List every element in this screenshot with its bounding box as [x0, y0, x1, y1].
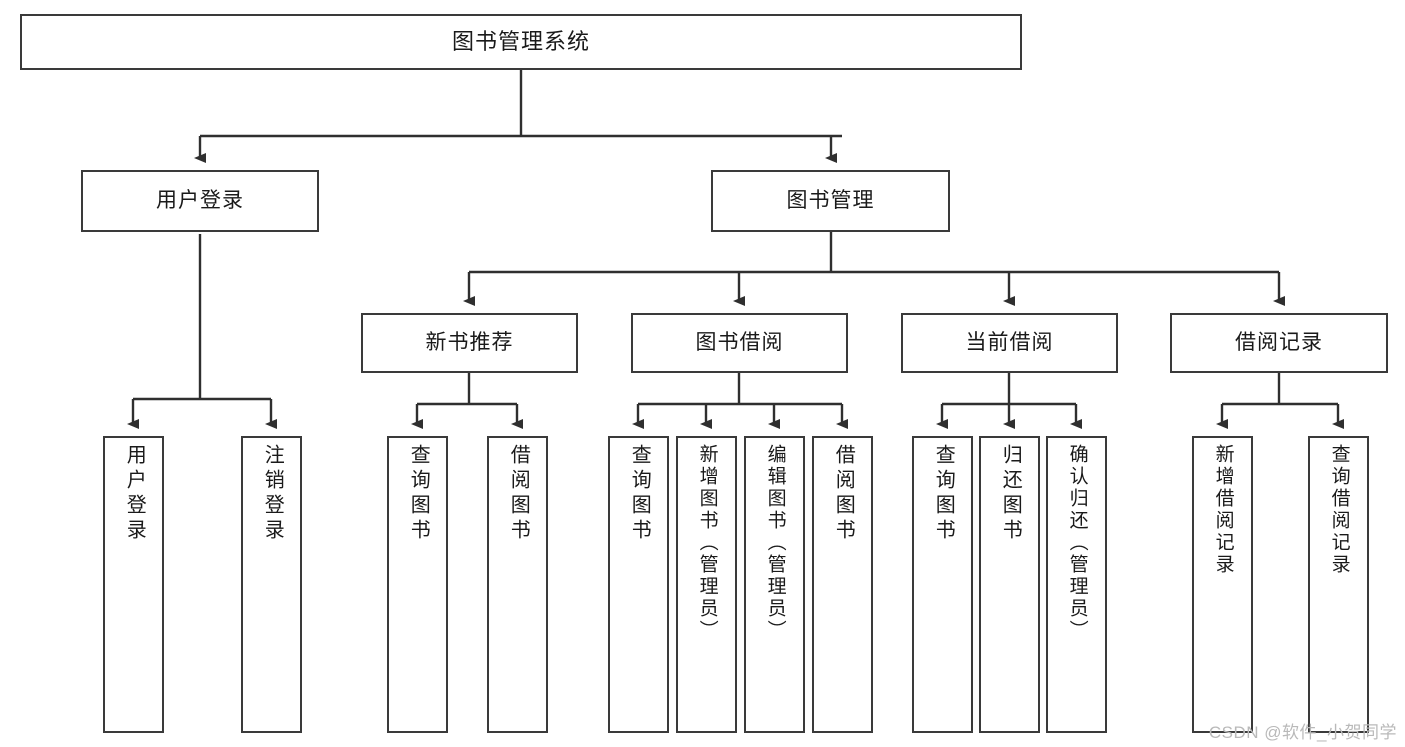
node-leaf-query-book-1[interactable]: 查询图书 [387, 436, 448, 733]
node-leaf-query-book-3[interactable]: 查询图书 [912, 436, 973, 733]
node-leaf-return-book-label: 归还图书 [999, 444, 1022, 544]
node-leaf-borrow-book-1[interactable]: 借阅图书 [487, 436, 548, 733]
node-current-borrow-label: 当前借阅 [965, 331, 1054, 355]
node-current-borrow[interactable]: 当前借阅 [901, 313, 1118, 373]
node-leaf-edit-book-label: 编辑图书（管理员） [764, 444, 786, 642]
node-leaf-borrow-book-1-label: 借阅图书 [507, 444, 530, 544]
node-borrow-record[interactable]: 借阅记录 [1170, 313, 1388, 373]
node-leaf-query-book-3-label: 查询图书 [932, 444, 955, 544]
node-leaf-add-record[interactable]: 新增借阅记录 [1192, 436, 1253, 733]
node-user-login[interactable]: 用户登录 [81, 170, 319, 232]
node-leaf-logout-label: 注销登录 [261, 444, 284, 544]
node-book-borrow[interactable]: 图书借阅 [631, 313, 848, 373]
watermark-text: CSDN @软件_小贺同学 [1208, 723, 1397, 742]
node-book-management-label: 图书管理 [786, 189, 875, 213]
node-leaf-borrow-book-2[interactable]: 借阅图书 [812, 436, 873, 733]
node-leaf-confirm-return[interactable]: 确认归还（管理员） [1046, 436, 1107, 733]
node-root-label: 图书管理系统 [451, 28, 590, 54]
node-leaf-query-record[interactable]: 查询借阅记录 [1308, 436, 1369, 733]
node-leaf-query-book-2-label: 查询图书 [628, 444, 651, 544]
node-leaf-return-book[interactable]: 归还图书 [979, 436, 1040, 733]
node-book-borrow-label: 图书借阅 [695, 331, 784, 355]
node-leaf-add-record-label: 新增借阅记录 [1212, 444, 1234, 576]
node-leaf-query-record-label: 查询借阅记录 [1328, 444, 1350, 576]
node-leaf-logout[interactable]: 注销登录 [241, 436, 302, 733]
node-new-book-recommend[interactable]: 新书推荐 [361, 313, 578, 373]
node-user-login-label: 用户登录 [156, 189, 244, 213]
node-leaf-user-login-label: 用户登录 [123, 444, 146, 544]
node-root[interactable]: 图书管理系统 [20, 14, 1022, 70]
node-leaf-edit-book[interactable]: 编辑图书（管理员） [744, 436, 805, 733]
node-leaf-add-book[interactable]: 新增图书（管理员） [676, 436, 737, 733]
node-book-management[interactable]: 图书管理 [711, 170, 950, 232]
node-leaf-add-book-label: 新增图书（管理员） [696, 444, 718, 642]
node-leaf-query-book-2[interactable]: 查询图书 [608, 436, 669, 733]
node-new-book-recommend-label: 新书推荐 [425, 331, 514, 355]
node-leaf-user-login[interactable]: 用户登录 [103, 436, 164, 733]
node-leaf-borrow-book-2-label: 借阅图书 [832, 444, 855, 544]
node-leaf-query-book-1-label: 查询图书 [407, 444, 430, 544]
node-leaf-confirm-return-label: 确认归还（管理员） [1066, 444, 1088, 642]
node-borrow-record-label: 借阅记录 [1235, 331, 1323, 355]
